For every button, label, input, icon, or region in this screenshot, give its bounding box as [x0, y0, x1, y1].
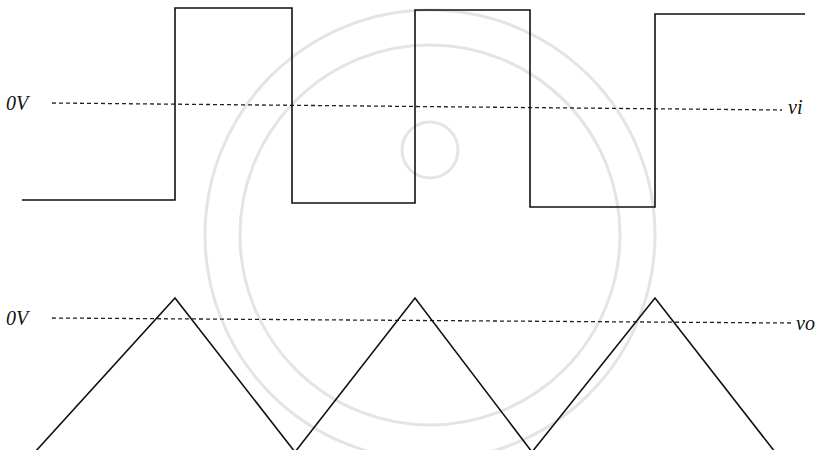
signal-name: vi [786, 96, 804, 118]
signal-name: vo [794, 312, 817, 334]
square-wave [22, 8, 805, 207]
triangle-wave [35, 298, 775, 450]
zero-reference-lines [52, 103, 792, 323]
zero-volt-label: 0V [4, 307, 30, 329]
watermark-seal [205, 10, 655, 450]
zero-volt-label: 0V [4, 92, 30, 114]
